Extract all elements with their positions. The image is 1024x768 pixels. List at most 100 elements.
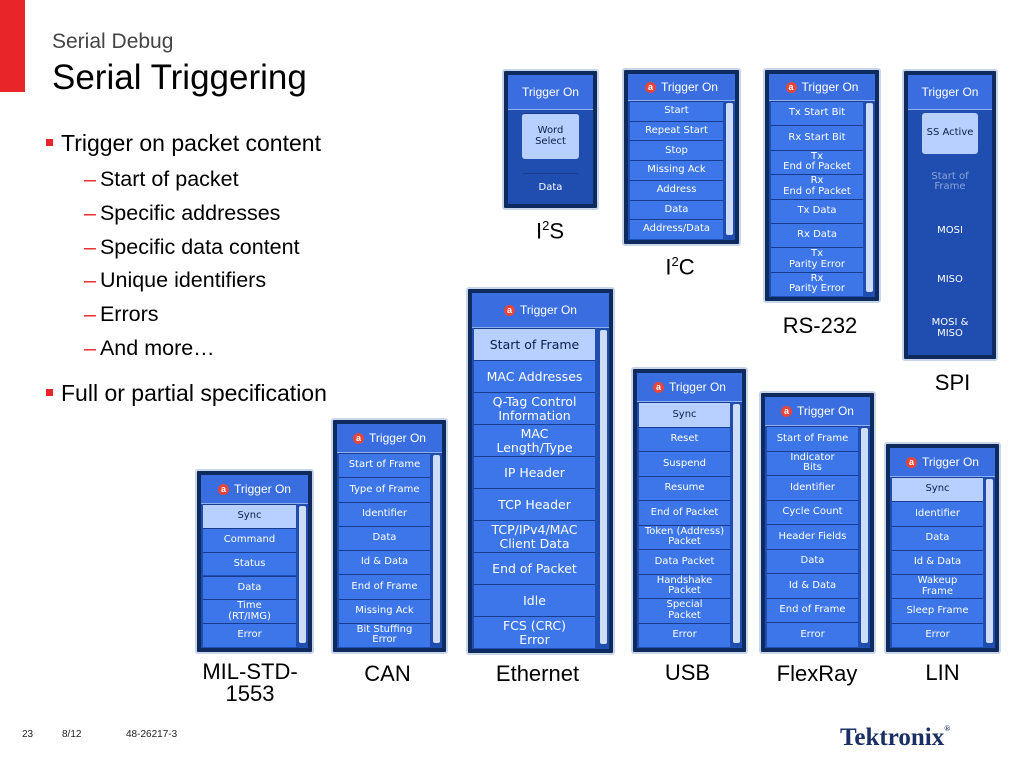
- menu-item[interactable]: Address/Data: [630, 219, 723, 239]
- menu-item[interactable]: Indicator Bits: [767, 450, 858, 476]
- menu-scrollbar[interactable]: [861, 428, 868, 643]
- menu-item[interactable]: Id & Data: [767, 573, 858, 598]
- menu-item[interactable]: Error: [892, 622, 983, 647]
- menu-item[interactable]: TCP Header: [474, 488, 595, 520]
- menu-scrollbar[interactable]: [600, 330, 607, 644]
- menu-item[interactable]: Resume: [639, 475, 730, 500]
- menu-item[interactable]: Data: [767, 548, 858, 574]
- menu-item[interactable]: Missing Ack: [339, 598, 430, 623]
- label-usb: USB: [664, 660, 711, 685]
- menu-scrollbar[interactable]: [733, 404, 740, 643]
- a-badge-icon: a: [785, 81, 797, 93]
- menu-scrollbar[interactable]: [299, 506, 306, 643]
- menu-scrollbar[interactable]: [986, 479, 993, 643]
- menu-item[interactable]: Data: [630, 199, 723, 220]
- menu-item[interactable]: Bit Stuffing Error: [339, 622, 430, 647]
- slide-subtitle: Serial Debug: [52, 30, 174, 53]
- menu-item[interactable]: Header Fields: [767, 524, 858, 549]
- menu-item[interactable]: Id & Data: [339, 550, 430, 575]
- menu-item[interactable]: Data: [203, 575, 296, 600]
- menu-item[interactable]: FCS (CRC) Error: [474, 616, 595, 648]
- menu-item[interactable]: End of Frame: [767, 597, 858, 623]
- menu-item[interactable]: Cycle Count: [767, 499, 858, 525]
- menu-item[interactable]: Identifier: [339, 501, 430, 526]
- menu-header-label: Trigger On: [369, 431, 426, 445]
- a-badge-icon: a: [645, 81, 657, 93]
- menu-item[interactable]: Start of Frame: [767, 426, 858, 451]
- menu-item[interactable]: MAC Length/Type: [474, 424, 595, 456]
- menu-item[interactable]: Sync: [639, 402, 730, 427]
- menu-item[interactable]: End of Frame: [339, 574, 430, 599]
- menu-item[interactable]: Q-Tag Control Information: [474, 392, 595, 424]
- menu-item[interactable]: Tx Data: [771, 198, 863, 223]
- menu-item[interactable]: End of Packet: [474, 552, 595, 584]
- a-badge-icon: a: [781, 405, 793, 417]
- menu-item[interactable]: Missing Ack: [630, 160, 723, 180]
- menu-item[interactable]: Suspend: [639, 451, 730, 476]
- menu-item[interactable]: Data: [892, 525, 983, 550]
- a-badge-icon: a: [653, 381, 665, 393]
- menu-item[interactable]: Identifier: [892, 501, 983, 526]
- menu-item[interactable]: Token (Address) Packet: [639, 524, 730, 549]
- sub-bullet: –Unique identifiers: [84, 268, 267, 292]
- menu-item[interactable]: IP Header: [474, 456, 595, 488]
- menu-item[interactable]: Idle: [474, 584, 595, 616]
- menu-item[interactable]: Word Select: [522, 113, 579, 159]
- a-badge-icon: a: [218, 483, 230, 495]
- menu-item[interactable]: TCP/IPv4/MAC Client Data: [474, 520, 595, 552]
- menu-item[interactable]: Tx Start Bit: [771, 101, 863, 126]
- menu-header-label: Trigger On: [522, 85, 579, 99]
- menu-scrollbar[interactable]: [866, 103, 873, 292]
- menu-item[interactable]: Status: [203, 551, 296, 576]
- menu-item[interactable]: Stop: [630, 140, 723, 161]
- menu-item[interactable]: Data: [339, 525, 430, 550]
- menu-item[interactable]: Start of Frame: [931, 170, 969, 193]
- menu-item[interactable]: Start: [630, 101, 723, 121]
- menu-item[interactable]: Tx Parity Error: [771, 247, 863, 272]
- menu-item[interactable]: Special Packet: [639, 598, 730, 623]
- menu-item[interactable]: MISO: [937, 273, 963, 285]
- a-badge-icon: a: [353, 432, 365, 444]
- menu-item[interactable]: Sleep Frame: [892, 598, 983, 623]
- menu-item[interactable]: Rx End of Packet: [771, 174, 863, 199]
- menu-scrollbar[interactable]: [726, 103, 733, 235]
- menu-item[interactable]: Sync: [892, 477, 983, 502]
- menu-item[interactable]: Start of Frame: [474, 328, 595, 360]
- menu-item[interactable]: Rx Start Bit: [771, 125, 863, 150]
- menu-item[interactable]: Rx Parity Error: [771, 271, 863, 296]
- menu-item[interactable]: Start of Frame: [339, 453, 430, 478]
- menu-item[interactable]: Data Packet: [639, 549, 730, 574]
- menu-item[interactable]: MAC Addresses: [474, 360, 595, 392]
- menu-item[interactable]: Repeat Start: [630, 120, 723, 141]
- menu-item[interactable]: Reset: [639, 426, 730, 451]
- menu-item[interactable]: Handshake Packet: [639, 573, 730, 598]
- menu-item[interactable]: MOSI: [937, 224, 963, 236]
- menu-item[interactable]: Rx Data: [771, 222, 863, 248]
- menu-item[interactable]: Tx End of Packet: [771, 149, 863, 175]
- menu-item[interactable]: Error: [203, 623, 296, 647]
- menu-item[interactable]: Address: [630, 179, 723, 200]
- menu-item[interactable]: Error: [639, 622, 730, 647]
- menu-item[interactable]: Time (RT/IMG): [203, 599, 296, 624]
- menu-item[interactable]: Command: [203, 527, 296, 552]
- menu-item[interactable]: MOSI & MISO: [931, 317, 969, 339]
- menu-item[interactable]: Sync: [203, 504, 296, 528]
- menu-item[interactable]: Id & Data: [892, 549, 983, 575]
- menu-item[interactable]: End of Packet: [639, 500, 730, 525]
- label-spi: SPI: [934, 370, 971, 395]
- menu-item[interactable]: Wakeup Frame: [892, 574, 983, 599]
- menu-item[interactable]: Data: [522, 173, 579, 203]
- menu-item[interactable]: Error: [767, 622, 858, 647]
- menu-scrollbar[interactable]: [433, 455, 440, 643]
- menu-item[interactable]: Type of Frame: [339, 477, 430, 502]
- menu-item[interactable]: SS Active: [922, 113, 978, 154]
- sub-bullet: –Start of packet: [84, 167, 239, 191]
- menu-item[interactable]: Identifier: [767, 475, 858, 500]
